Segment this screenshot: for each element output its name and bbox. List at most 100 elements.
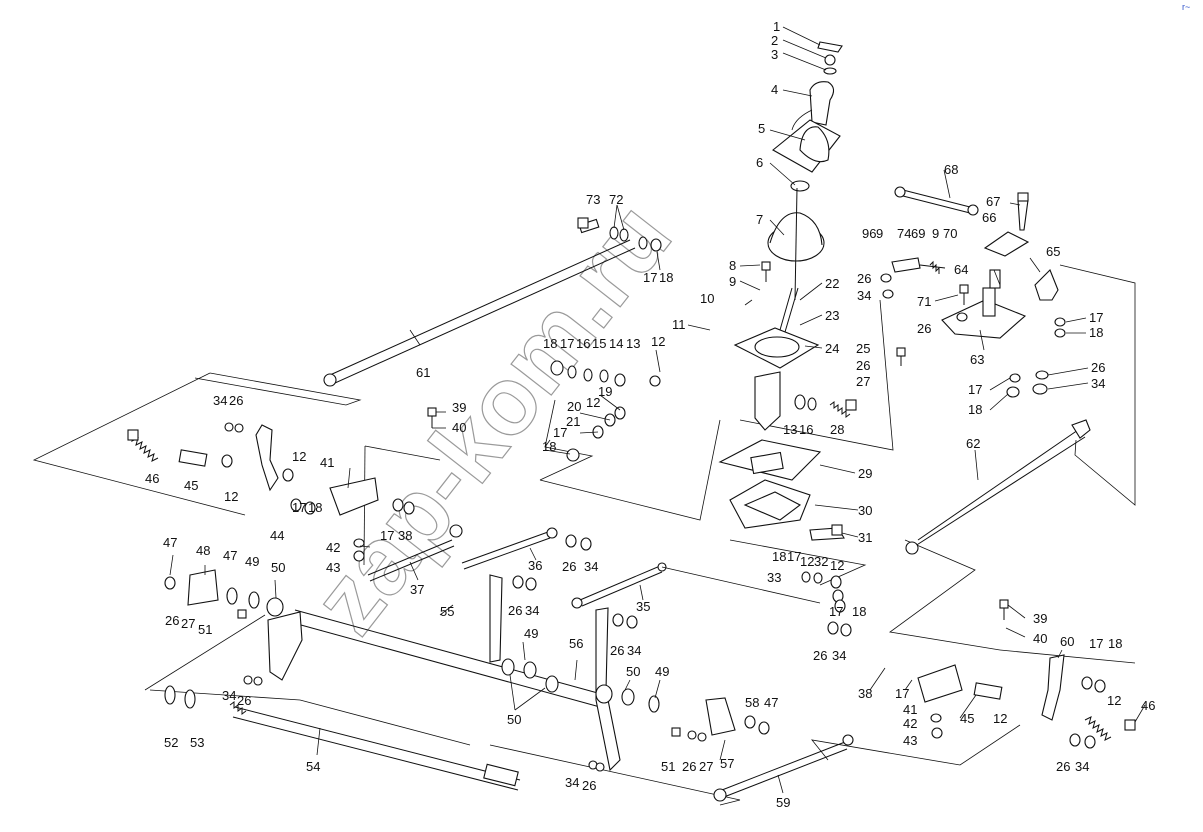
part-label: 31 xyxy=(858,530,872,545)
part-label: 96 xyxy=(862,226,876,241)
part-label: 26 xyxy=(562,559,576,574)
part-label: 14 xyxy=(609,336,623,351)
part-label: 26 xyxy=(165,613,179,628)
part-label: 66 xyxy=(982,210,996,225)
part-label: 26 xyxy=(857,271,871,286)
part-label: 72 xyxy=(609,192,623,207)
part-label: 18 xyxy=(659,270,673,285)
part-label: 61 xyxy=(416,365,430,380)
part-label: 20 xyxy=(567,399,581,414)
part-label: 18 xyxy=(968,402,982,417)
part-label: 4 xyxy=(771,82,778,97)
part-label: 26 xyxy=(1091,360,1105,375)
part-label: 65 xyxy=(1046,244,1060,259)
part-label: 41 xyxy=(320,455,334,470)
part-label: 34 xyxy=(1075,759,1089,774)
part-label: 70 xyxy=(943,226,957,241)
part-label: 18 xyxy=(308,500,322,515)
part-label: 26 xyxy=(237,693,251,708)
part-label: 10 xyxy=(700,291,714,306)
part-label: 7 xyxy=(756,212,763,227)
part-label: 26 xyxy=(682,759,696,774)
part-label: 18 xyxy=(1108,636,1122,651)
part-label: 49 xyxy=(655,664,669,679)
part-label: 52 xyxy=(164,735,178,750)
part-label: 39 xyxy=(452,400,466,415)
part-label: 64 xyxy=(954,262,968,277)
part-label: 17 xyxy=(380,528,394,543)
part-label: 21 xyxy=(566,414,580,429)
part-label: 69 xyxy=(911,226,925,241)
part-label: 40 xyxy=(452,420,466,435)
part-label: 34 xyxy=(857,288,871,303)
part-label: 17 xyxy=(895,686,909,701)
part-label: 26 xyxy=(508,603,522,618)
part-label: 26 xyxy=(917,321,931,336)
part-label: 17 xyxy=(553,425,567,440)
part-label: 26 xyxy=(813,648,827,663)
part-label: 32 xyxy=(814,554,828,569)
part-label: 17 xyxy=(787,549,801,564)
part-label: 40 xyxy=(1033,631,1047,646)
part-label: 18 xyxy=(852,604,866,619)
part-label: 46 xyxy=(1141,698,1155,713)
part-label: 16 xyxy=(799,422,813,437)
part-label: 51 xyxy=(661,759,675,774)
part-label: 34 xyxy=(584,559,598,574)
part-label: 67 xyxy=(986,194,1000,209)
part-label: 50 xyxy=(507,712,521,727)
part-label: 27 xyxy=(699,759,713,774)
part-label: 24 xyxy=(825,341,839,356)
part-label: 44 xyxy=(270,528,284,543)
part-label: 12 xyxy=(993,711,1007,726)
part-label: 6 xyxy=(756,155,763,170)
part-label: 58 xyxy=(745,695,759,710)
part-label: 42 xyxy=(903,716,917,731)
part-label: 68 xyxy=(944,162,958,177)
part-label: 12 xyxy=(800,554,814,569)
part-label: 50 xyxy=(271,560,285,575)
part-label: 26 xyxy=(610,643,624,658)
cable-bracket-assembly xyxy=(891,186,1059,339)
part-label: 17 xyxy=(560,336,574,351)
part-label: 8 xyxy=(729,258,736,273)
part-label: 71 xyxy=(917,294,931,309)
part-label: 26 xyxy=(856,358,870,373)
part-label: 12 xyxy=(224,489,238,504)
part-label: 17 xyxy=(292,500,306,515)
part-label: 43 xyxy=(326,560,340,575)
part-label: 15 xyxy=(592,336,606,351)
part-label: 22 xyxy=(825,276,839,291)
part-label: 54 xyxy=(306,759,320,774)
part-label: 17 xyxy=(829,604,843,619)
shifter-base xyxy=(718,439,845,541)
part-label: 57 xyxy=(720,756,734,771)
part-label: 26 xyxy=(582,778,596,793)
part-label: 59 xyxy=(776,795,790,810)
part-label: 34 xyxy=(213,393,227,408)
part-label: 18 xyxy=(772,549,786,564)
part-label: 29 xyxy=(858,466,872,481)
bolts xyxy=(127,192,1136,737)
part-label: 23 xyxy=(825,308,839,323)
part-label: 62 xyxy=(966,436,980,451)
part-label: 45 xyxy=(960,711,974,726)
part-label: 2 xyxy=(771,33,778,48)
part-label: 34 xyxy=(832,648,846,663)
part-label: 49 xyxy=(524,626,538,641)
levers xyxy=(187,424,1065,772)
part-label: 63 xyxy=(970,352,984,367)
part-label: 18 xyxy=(542,439,556,454)
part-label: 12 xyxy=(830,558,844,573)
part-label: 38 xyxy=(398,528,412,543)
part-label: 5 xyxy=(758,121,765,136)
rods xyxy=(232,218,1091,802)
part-label: 26 xyxy=(229,393,243,408)
part-label: 47 xyxy=(764,695,778,710)
washers-nuts xyxy=(164,226,1106,772)
part-label: 34 xyxy=(627,643,641,658)
part-label: 18 xyxy=(543,336,557,351)
part-label: 51 xyxy=(198,622,212,637)
part-label: 34 xyxy=(525,603,539,618)
